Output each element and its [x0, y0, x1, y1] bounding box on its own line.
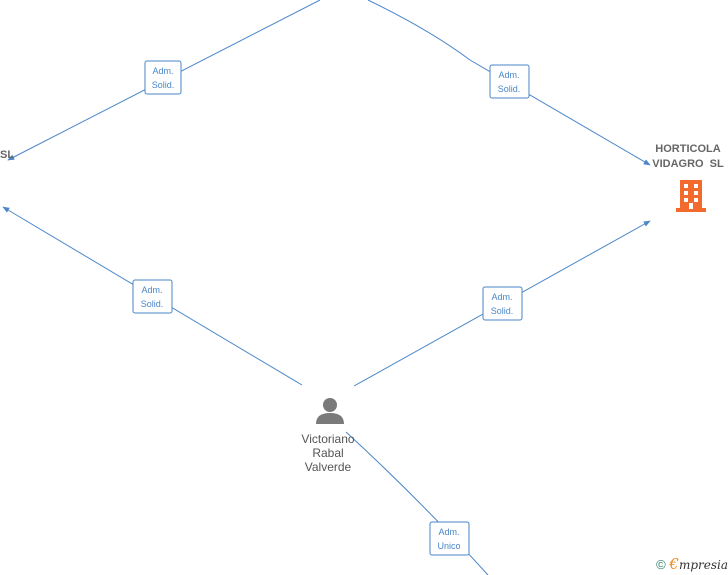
relation-line2: Unico [437, 541, 460, 551]
relation-line1: Adm. [491, 292, 512, 302]
building-icon[interactable] [676, 180, 706, 212]
person-name-line2: Rabal [312, 446, 344, 460]
relation-line1: Adm. [438, 527, 459, 537]
person-name-line3: Valverde [304, 460, 352, 474]
relation-line2: Solid. [152, 80, 175, 90]
empresia-watermark: © €mpresia [656, 555, 728, 573]
relation-box[interactable]: Adm. Solid. [144, 60, 182, 95]
brand-logo: €mpresia [669, 555, 728, 573]
edge-person-to-bottom [345, 431, 489, 575]
company-name-line1: HORTICOLA [655, 143, 721, 155]
person-name-line1: Victoriano [301, 432, 355, 446]
left-company-fragment: SL [0, 149, 15, 161]
company-name-line2: VIDAGRO SL [652, 158, 724, 170]
relation-line2: Solid. [141, 299, 164, 309]
relation-box[interactable]: Adm. Solid. [489, 64, 530, 99]
relation-line1: Adm. [152, 66, 173, 76]
edge-top-to-right-company [367, 0, 651, 166]
left-company-label[interactable]: SL [0, 148, 14, 163]
copyright-symbol: © [656, 557, 666, 572]
relation-line2: Solid. [498, 84, 521, 94]
right-company-label[interactable]: HORTICOLA VIDAGRO SL [648, 142, 728, 172]
relation-line1: Adm. [141, 285, 162, 295]
person-icon[interactable] [316, 398, 344, 424]
relation-box[interactable]: Adm. Unico [429, 521, 470, 556]
relation-box[interactable]: Adm. Solid. [482, 286, 523, 321]
relation-box[interactable]: Adm. Solid. [132, 279, 173, 314]
person-label[interactable]: Victoriano Rabal Valverde [288, 432, 368, 474]
relation-line1: Adm. [498, 70, 519, 80]
relation-line2: Solid. [491, 306, 514, 316]
